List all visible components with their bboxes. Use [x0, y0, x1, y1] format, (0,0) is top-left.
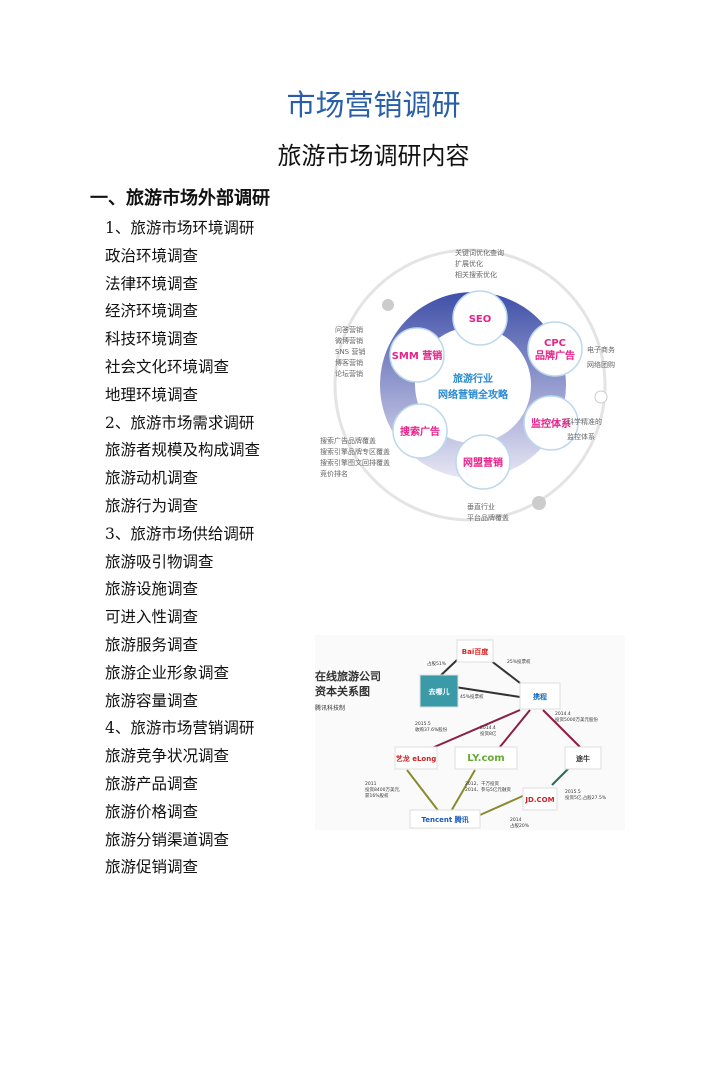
- list-item: 旅游服务调查: [105, 635, 199, 654]
- note-smm: 微博营销: [335, 336, 363, 345]
- list-item: 3、旅游市场供给调研: [105, 524, 255, 543]
- list-item: 旅游竞争状况调查: [105, 747, 230, 766]
- logo-qunar-text: 去哪儿: [429, 687, 450, 696]
- logo-tencent-text: Tencent 腾讯: [421, 815, 468, 824]
- note-alliance: 垂直行业: [467, 502, 495, 511]
- note-smm: 论坛营销: [335, 369, 363, 378]
- content-list: 1、旅游市场环境调研政治环境调查法律环境调查经济环境调查科技环境调查社会文化环境…: [105, 217, 260, 884]
- logo-ly: [454, 746, 518, 770]
- label-tencent_elong: 获16%股权: [365, 792, 389, 799]
- list-item: 旅游动机调查: [105, 469, 199, 488]
- outer-ring: [333, 248, 607, 522]
- note-cpc: 电子商务: [587, 345, 615, 354]
- list-item: 旅游企业形象调查: [105, 663, 230, 682]
- list-item: 旅游吸引物调查: [105, 552, 214, 571]
- page-title: 市场营销调研: [286, 88, 461, 122]
- label-baidu_ctrip: 25%投票权: [507, 658, 531, 665]
- note-monitor: 科学精准的: [567, 417, 602, 426]
- node-cpc-1: CPC: [544, 338, 566, 349]
- label-ctrip_ly: 2014.4: [480, 725, 496, 731]
- node-cpc-2: 品牌广告: [535, 349, 575, 362]
- list-item: 旅游者规模及构成调查: [105, 441, 261, 460]
- logo-tuniu: [564, 746, 602, 770]
- list-item: 法律环境调查: [105, 274, 199, 293]
- note-smm: SNS 营销: [335, 347, 365, 356]
- section-heading: 一、旅游市场外部调研: [90, 188, 270, 209]
- label-tencent_elong: 投资8400万美元,: [365, 786, 400, 793]
- logo-tencent: [409, 809, 481, 829]
- list-item: 科技环境调查: [105, 330, 199, 349]
- logo-tuniu-text: 途牛: [576, 754, 590, 763]
- list-item: 1、旅游市场环境调研: [105, 219, 255, 237]
- note-seo: 相关搜索优化: [455, 270, 497, 279]
- hub-title-2: 网络营销全攻略: [438, 388, 509, 401]
- note-search: 搜索引擎品牌专区覆盖: [320, 447, 390, 456]
- label-baidu_qunar: 占股51%: [427, 660, 447, 667]
- logo-qunar: [419, 674, 459, 708]
- logo-jd: [522, 787, 558, 811]
- label-ctrip_tuniu: 投资5000万美元股份: [555, 716, 598, 723]
- label-tencent_ly: 2014、参与5亿元融资: [465, 786, 511, 793]
- list-item: 旅游容量调查: [105, 691, 199, 710]
- list-item: 旅游产品调查: [105, 774, 199, 793]
- list-item: 旅游行为调查: [105, 496, 199, 515]
- node-alliance: 网盟营销: [463, 456, 503, 469]
- diagram2-title-1: 在线旅游公司: [315, 669, 381, 683]
- hub-title-1: 旅游行业: [453, 372, 493, 385]
- list-item: 政治环境调查: [105, 246, 199, 265]
- list-item: 旅游设施调查: [105, 580, 199, 599]
- note-alliance: 平台品牌覆盖: [467, 513, 509, 522]
- label-ctrip_elong: 2015.5: [415, 721, 431, 727]
- list-item: 旅游促销调查: [105, 858, 199, 877]
- logo-ctrip: [519, 682, 561, 710]
- label-ctrip_elong: 收购37.6%股份: [415, 726, 448, 733]
- note-smm: 问答营销: [335, 325, 363, 334]
- label-tencent_elong: 2011: [365, 781, 377, 787]
- label-tencent_ly: 2012、千万投资: [465, 780, 499, 787]
- logo-ctrip-text: 携程: [533, 692, 547, 701]
- label-jd_tuniu: 2015.5: [565, 789, 581, 795]
- list-item: 4、旅游市场营销调研: [105, 719, 255, 738]
- node-seo: SEO: [469, 314, 492, 325]
- list-item: 可进入性调查: [105, 608, 199, 627]
- page-subtitle: 旅游市场调研内容: [277, 142, 470, 170]
- logo-baidu-text: Bai百度: [462, 647, 489, 656]
- diagram2-title-2: 资本关系图: [315, 684, 370, 698]
- label-ctrip_ly: 投资8亿: [480, 730, 497, 737]
- note-search: 搜索广告品牌覆盖: [320, 436, 376, 445]
- note-monitor: 监控体系: [567, 432, 595, 441]
- list-item: 旅游价格调查: [105, 802, 199, 821]
- logo-ly-text: LY.com: [467, 753, 504, 764]
- note-smm: 博客营销: [335, 358, 363, 367]
- logo-jd-text: JD.COM: [524, 796, 554, 804]
- note-cpc: 网络团购: [587, 360, 615, 369]
- diagram2-credit: 腾讯科技制: [315, 704, 345, 712]
- marketing-diagram: 旅游行业 网络营销全攻略 SEO CPC 品牌广告 监控体系 网盟营销 搜索广告…: [320, 248, 615, 522]
- list-item: 旅游分销渠道调查: [105, 830, 230, 849]
- list-item: 经济环境调查: [105, 302, 199, 321]
- note-search: 竞价排名: [320, 469, 348, 478]
- logo-elong-text: 艺龙 eLong: [396, 754, 436, 763]
- list-item: 2、旅游市场需求调研: [105, 413, 255, 432]
- label-ctrip_qunar: 45%投票权: [460, 693, 484, 700]
- note-search: 搜索引擎图文回排覆盖: [320, 458, 390, 467]
- node-monitor: 监控体系: [531, 417, 571, 430]
- note-seo: 扩展优化: [455, 259, 483, 268]
- label-jd_tuniu: 投资5亿,占股27.5%: [565, 794, 607, 801]
- label-tencent_jd: 占股20%: [510, 822, 530, 829]
- logo-elong: [394, 746, 438, 770]
- label-ctrip_tuniu: 2014.4: [555, 711, 571, 717]
- list-item: 地理环境调查: [105, 385, 199, 404]
- logo-baidu: [456, 639, 494, 663]
- node-search: 搜索广告: [400, 425, 440, 438]
- note-seo: 关键词优化查询: [455, 248, 504, 257]
- label-tencent_jd: 2014: [510, 817, 522, 823]
- list-item: 社会文化环境调查: [105, 357, 230, 376]
- node-smm: SMM 营销: [392, 349, 443, 362]
